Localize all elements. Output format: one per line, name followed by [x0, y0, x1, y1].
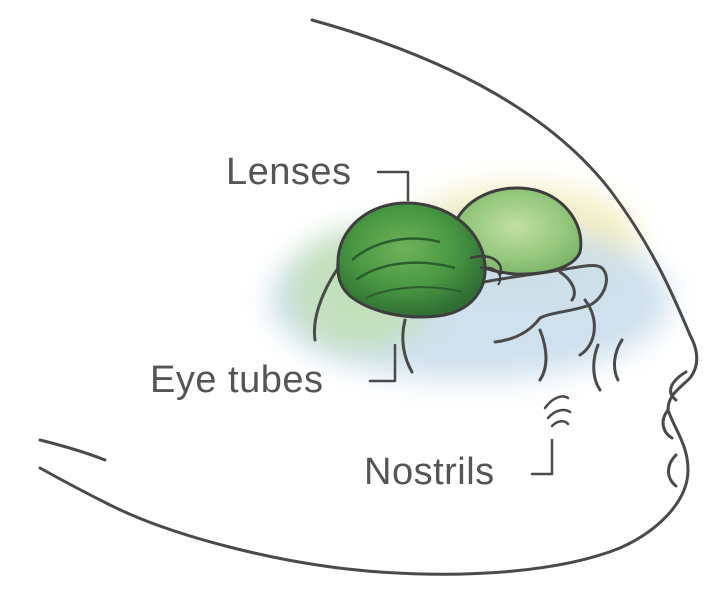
nostrils	[545, 396, 570, 426]
label-lenses: Lenses	[226, 153, 352, 191]
leader-nostrils	[532, 440, 552, 474]
leader-lenses	[378, 172, 408, 200]
label-eye-tubes: Eye tubes	[150, 361, 324, 399]
label-nostrils: Nostrils	[364, 453, 495, 491]
